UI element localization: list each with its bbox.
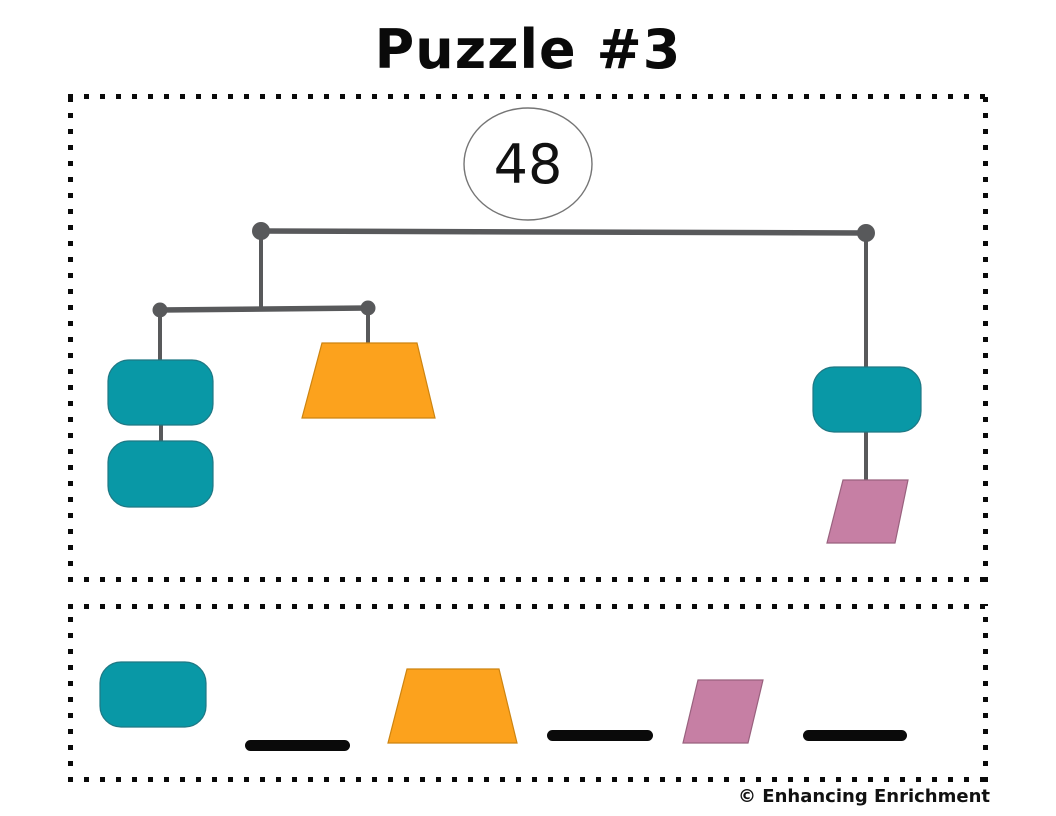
total-value-circle — [463, 107, 593, 221]
puzzle-mobile-box: 48 — [68, 94, 988, 582]
pivot-dot-main-right — [857, 224, 875, 242]
teal-rounded-rectangle-weight-2 — [107, 440, 214, 508]
answer-blank-teal — [245, 740, 350, 751]
sub-balance-bar — [157, 305, 371, 313]
pink-parallelogram-weight — [826, 479, 909, 544]
pivot-dot-sub-right — [360, 300, 376, 316]
answer-blank-parallelogram — [803, 730, 907, 741]
teal-rounded-rectangle-key — [99, 661, 207, 728]
pivot-dot-main-left — [252, 222, 270, 240]
page-title: Puzzle #3 — [374, 18, 682, 81]
answer-blank-trapezoid — [547, 730, 653, 741]
balance-mobile-diagram: 48 — [107, 107, 922, 544]
pink-parallelogram-key — [682, 679, 764, 744]
total-value-label: 48 — [494, 133, 563, 196]
answer-row-diagram — [99, 661, 907, 751]
orange-trapezoid-weight — [301, 342, 436, 419]
copyright-credit: © Enhancing Enrichment — [738, 786, 990, 807]
teal-rounded-rectangle-weight-3 — [812, 366, 922, 433]
answer-key-box — [68, 604, 988, 782]
pivot-dot-sub-left — [152, 302, 168, 318]
orange-trapezoid-key — [387, 668, 518, 744]
teal-rounded-rectangle-weight-1 — [107, 359, 214, 426]
main-balance-bar — [258, 228, 869, 236]
